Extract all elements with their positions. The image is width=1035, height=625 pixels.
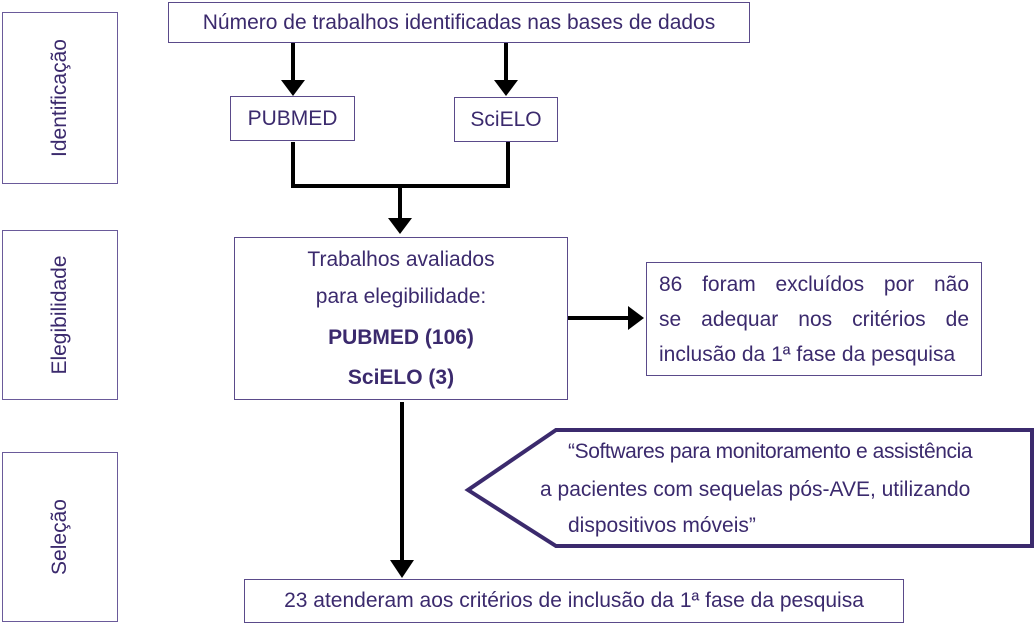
excluded-line3: inclusão da 1ª fase da pesquisa	[659, 343, 956, 366]
query-line1: “Softwares para monitoramento e assistên…	[568, 440, 973, 463]
query-line2: a pacientes com sequelas pós-AVE, utiliz…	[540, 478, 971, 501]
stage-elegibilidade: Elegibilidade	[2, 230, 118, 400]
evaluated-scielo: SciELO (3)	[347, 366, 455, 389]
query-line3: dispositivos móveis”	[568, 514, 756, 537]
scielo-text: SciELO	[470, 107, 542, 131]
merge-connector	[291, 142, 510, 234]
query-callout-shape	[464, 428, 1034, 548]
excluded-line2: se adequar nos critérios de	[659, 308, 969, 331]
evaluated-box: Trabalhos avaliados para elegibilidade: …	[234, 237, 568, 400]
identified-works-text: Número de trabalhos identificadas nas ba…	[202, 10, 716, 34]
arrow-top-to-pubmed	[281, 43, 305, 96]
excluded-line1: 86 foram excluídos por não	[659, 273, 969, 296]
evaluated-line1: Trabalhos avaliados	[307, 248, 495, 271]
excluded-box: 86 foram excluídos por não se adequar no…	[646, 262, 982, 376]
arrow-to-final	[390, 402, 414, 578]
final-box: 23 atenderam aos critérios de inclusão d…	[244, 579, 904, 623]
scielo-box: SciELO	[454, 97, 558, 142]
arrow-to-excluded	[568, 306, 644, 330]
evaluated-pubmed: PUBMED (106)	[328, 326, 474, 349]
pubmed-box: PUBMED	[230, 96, 355, 141]
stage-selecao: Seleção	[2, 452, 118, 622]
pubmed-text: PUBMED	[247, 106, 338, 130]
final-text: 23 atenderam aos critérios de inclusão d…	[284, 589, 864, 612]
evaluated-line2: para elegibilidade:	[315, 285, 487, 308]
identified-works-box: Número de trabalhos identificadas nas ba…	[168, 2, 750, 43]
stage-identificacao: Identificação	[2, 12, 118, 184]
arrow-top-to-scielo	[494, 43, 518, 96]
